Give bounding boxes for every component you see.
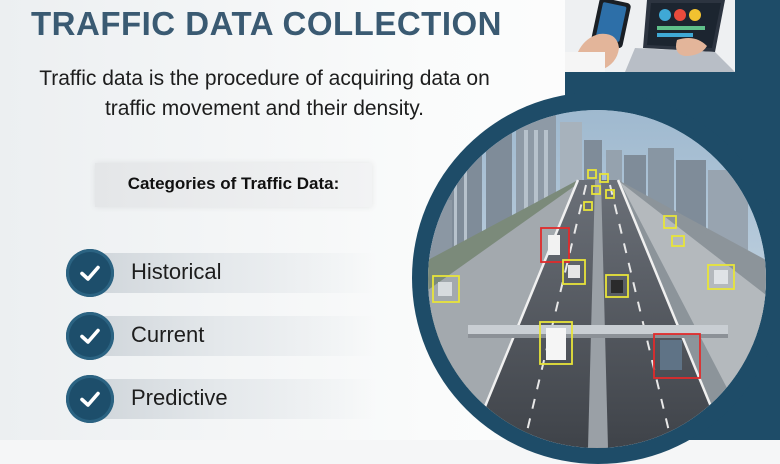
category-bar (88, 379, 376, 419)
category-bar (88, 253, 376, 293)
categories-heading: Categories of Traffic Data: (127, 174, 340, 193)
devices-photo (565, 0, 735, 72)
category-label: Historical (131, 259, 222, 284)
page-title: TRAFFIC DATA COLLECTION (31, 5, 502, 42)
category-label: Predictive (131, 385, 228, 410)
check-icon (66, 249, 114, 297)
category-label: Current (131, 322, 205, 347)
categories-box: Categories of Traffic Data: (95, 163, 372, 207)
category-item-current: Current (66, 312, 376, 360)
page-subtitle: Traffic data is the procedure of acquiri… (39, 67, 490, 120)
category-bar (88, 316, 376, 356)
category-item-predictive: Predictive (66, 375, 376, 423)
check-icon (66, 312, 114, 360)
check-icon (66, 375, 114, 423)
highway-photo (428, 110, 766, 448)
category-item-historical: Historical (66, 249, 376, 297)
